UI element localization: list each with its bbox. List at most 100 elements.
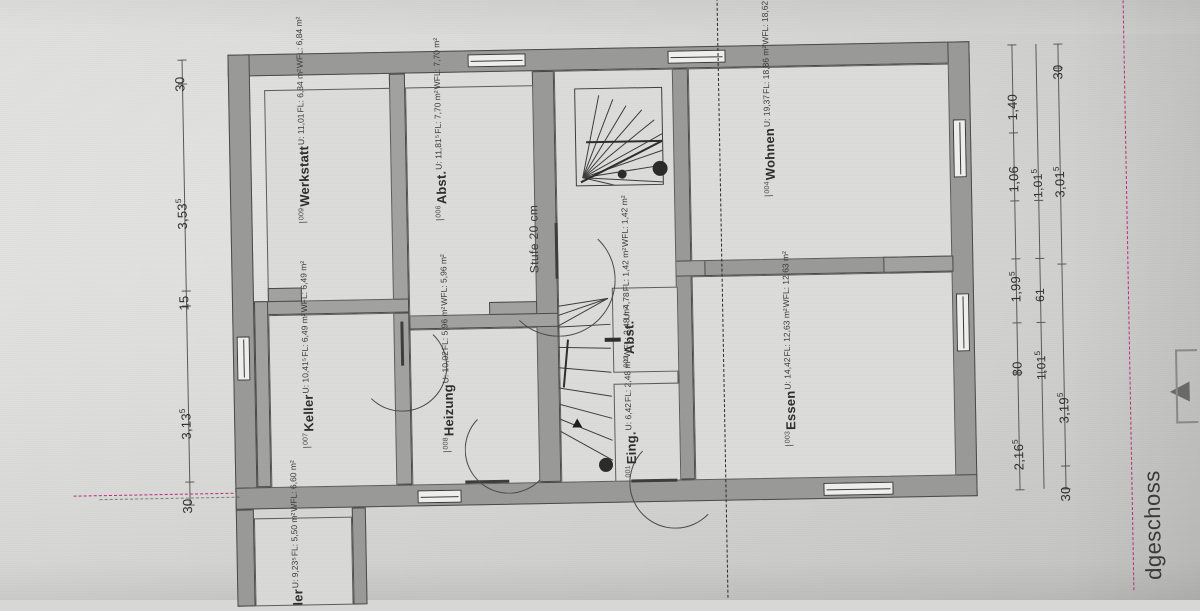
dim-label-right-inner-2: 1,995 — [1007, 271, 1024, 303]
room-living-area: WFL: 1,42 m² — [619, 195, 631, 247]
room-floor-area: FL: 7,70 m² — [432, 90, 443, 134]
room-perimeter: U: 14,42 — [782, 357, 793, 390]
dim-label-right-middle-0: 1,015 — [1029, 168, 1046, 199]
axis-line-pink-left — [73, 492, 234, 497]
stair-tread — [557, 401, 613, 419]
stair-tread — [557, 428, 614, 461]
room-label-werkstatt: | 009 Werkstatt U: 11,01 FL: 6,84 m² WFL… — [293, 16, 313, 224]
dim-tick — [1010, 200, 1020, 202]
room-living-area: WFL: 18,62 m² — [759, 0, 771, 45]
dim-label-right-outer-0: 30 — [1050, 64, 1066, 80]
room-living-area: WFL: 6,49 m² — [298, 260, 310, 313]
corner-bracket-glyph — [1175, 349, 1199, 424]
dim-label-right-outer-1: 3,015 — [1051, 166, 1068, 198]
dim-label-left-1: 3,535 — [174, 198, 190, 230]
dim-label-right-inner-3: 80 — [1009, 361, 1025, 377]
dim-tick — [1007, 44, 1017, 46]
door-heizung — [463, 404, 554, 495]
room-perimeter: U: 6,42 — [622, 402, 634, 431]
annex-wall-left — [235, 509, 256, 607]
room-number: 007 — [302, 432, 310, 446]
window-essen-bottom — [823, 481, 894, 496]
room-name: Heizung — [440, 384, 457, 437]
room-number: 006 — [435, 205, 443, 218]
dim-tick — [1036, 321, 1046, 324]
room-name: ler — [290, 588, 306, 606]
room-label-tick: | — [301, 445, 312, 449]
wall-notch-werkstatt — [267, 287, 302, 303]
stair-tread — [557, 415, 613, 441]
room-area-werkstatt — [264, 87, 394, 303]
dim-tick — [1035, 257, 1045, 260]
room-name: Keller — [300, 394, 317, 432]
stair-tread — [557, 323, 611, 329]
window-essen-right — [955, 293, 971, 352]
dim-label-right-inner-4: 2,165 — [1010, 439, 1027, 471]
dim-label-right-middle-1: 61 — [1032, 287, 1048, 303]
annex-wall-right — [351, 507, 368, 605]
axis-line-pink-right — [1122, 0, 1135, 591]
stairs-lower — [557, 290, 616, 483]
room-floor-area: FL: 6,84 m² — [294, 68, 306, 113]
room-perimeter: U: 11,81⁵ — [432, 134, 444, 170]
room-name: Eing. — [623, 431, 640, 465]
room-floor-area: FL: 12,63 m² — [781, 308, 793, 357]
stair-newel-post-upper-2 — [617, 169, 627, 179]
dim-tick — [1061, 465, 1071, 467]
room-living-area: WFL: 6,84 m² — [293, 16, 305, 69]
room-floor-area: FL: 1,42 m² — [620, 247, 631, 292]
stair-tread — [557, 386, 612, 397]
axis-line-bottom-left — [99, 496, 240, 501]
sheet-title-partial: dgeschoss — [1139, 470, 1167, 581]
room-perimeter: U: 10,41⁵ — [300, 357, 311, 394]
room-label-annex-partial: ler U: 9,23⁵ FL: 5,50 m² WFL: 6,60 m² — [287, 460, 306, 606]
room-floor-area: FL: 18,86 m² — [760, 45, 772, 95]
exterior-wall-left — [227, 54, 258, 510]
room-perimeter: U: 10,02 — [439, 351, 451, 384]
dim-tick — [1012, 322, 1022, 324]
room-floor-area: FL: 5,50 m² — [288, 512, 300, 557]
dim-tick — [1015, 489, 1025, 491]
room-floor-area: FL: 5,96 m² — [439, 306, 450, 351]
room-name: Werkstatt — [296, 145, 313, 207]
room-perimeter: U: 9,23⁵ — [289, 557, 301, 589]
stair-direction-arrow — [572, 418, 583, 428]
window-wohnen-right — [952, 119, 967, 178]
dim-label-left-2: 15 — [176, 295, 192, 311]
window-keller-left — [236, 336, 251, 381]
room-label-tick: | — [297, 221, 308, 224]
room-floor-area: FL: 6,49 m² — [299, 313, 310, 357]
dim-label-right-outer-3: 30 — [1057, 486, 1074, 502]
room-living-area: WFL: 12,63 m² — [780, 251, 792, 308]
room-perimeter: U: 11,01 — [295, 113, 307, 146]
dim-tick — [1008, 132, 1019, 134]
room-number: 008 — [442, 437, 450, 450]
partition-wohnen-jog — [675, 260, 706, 277]
dim-label-right-outer-2: 3,195 — [1055, 392, 1072, 424]
room-living-area: WFL: 2,48 m² — [621, 306, 633, 358]
window-heizung-bottom — [417, 489, 462, 504]
room-label-tick: | — [441, 450, 452, 453]
room-living-area: WFL: 6,60 m² — [287, 460, 299, 512]
room-number: 001 — [625, 465, 633, 478]
dim-tick — [1011, 258, 1021, 260]
door-swing-arc — [628, 435, 723, 530]
dim-label-left-3: 3,135 — [177, 408, 194, 440]
dim-tick — [1057, 263, 1067, 265]
room-label-wohnen: | 004 Wohnen U: 19,37 FL: 18,86 m² WFL: … — [759, 0, 778, 197]
room-label-tick: | — [783, 444, 794, 447]
dim-label-right-inner-0: 1,40 — [1004, 93, 1021, 121]
room-living-area: WFL: 7,70 m² — [431, 37, 443, 90]
room-area-wohnen — [687, 63, 953, 262]
window-abst006-top — [467, 53, 526, 68]
dim-line-right-middle — [1035, 43, 1045, 489]
room-area-essen — [691, 271, 957, 481]
dim-label-left-0: 30 — [172, 76, 188, 92]
dim-label-left-4: 30 — [179, 498, 196, 514]
room-label-tick: | — [763, 194, 774, 197]
room-perimeter: U: 19,37 — [761, 94, 772, 128]
room-living-area: WFL: 5,96 m² — [438, 254, 450, 306]
wall-notch-wohnen-right — [883, 255, 954, 273]
room-label-tick: | — [434, 218, 445, 222]
